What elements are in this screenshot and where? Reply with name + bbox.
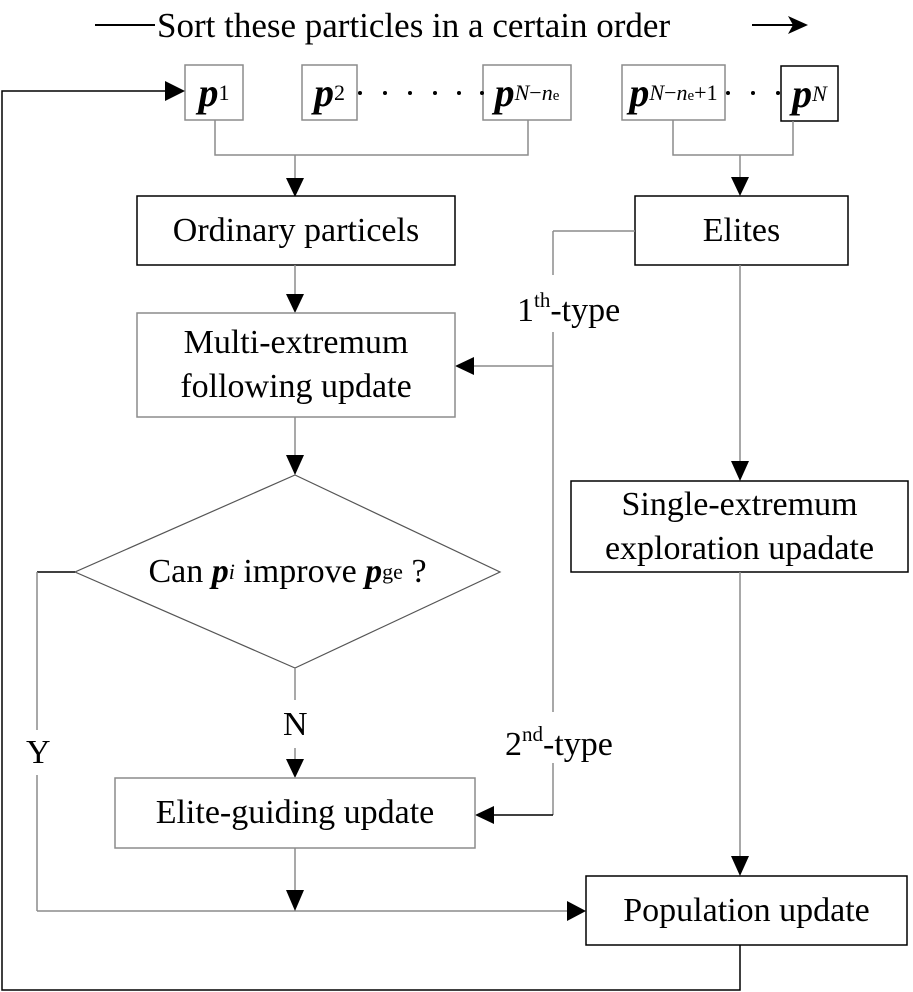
population-label: Population update: [623, 891, 870, 929]
single-extremum-box: [570, 480, 909, 573]
particle-box-p1: [184, 64, 244, 121]
single-extremum-label: Single-extremum exploration upadate: [571, 481, 908, 572]
arrowhead-to-elites: [731, 177, 749, 196]
single-extremum-line1: Single-extremum: [621, 485, 858, 523]
arrowhead-to-elite-guiding: [286, 759, 304, 778]
multi-extremum-line1: Multi-extremum: [183, 324, 409, 361]
multi-extremum-label: Multi-extremum following update: [137, 313, 455, 417]
ellipsis-dots-long: [358, 91, 484, 95]
particle-box-p2: [301, 64, 358, 121]
edge-label-type1: 1th-type: [517, 288, 621, 329]
population-box: [585, 875, 908, 946]
edge-label-no: N: [283, 706, 308, 743]
elite-guiding-label: Elite-guiding update: [155, 794, 435, 831]
edge-label-type2: 2nd-type: [505, 722, 613, 763]
ordinary-group-bracket: [214, 120, 529, 156]
ordinary-label: Ordinary particels: [172, 211, 420, 249]
elites-box: [634, 195, 849, 266]
feedback-loop-line: [1, 90, 741, 991]
elite-guiding-box: [114, 777, 476, 849]
arrowhead-feedback-to-p1: [165, 81, 185, 101]
arrowhead-type1-to-multi: [455, 357, 474, 375]
single-extremum-line2: exploration upadate: [604, 529, 875, 567]
ellipsis-dots-short: [726, 91, 780, 95]
title-arrowhead: [788, 16, 808, 34]
arrowhead-to-ordinary: [286, 178, 304, 197]
title-text: Sort these particles in a certain order: [157, 6, 671, 45]
multi-extremum-line2: following update: [180, 368, 412, 405]
elites-label: Elites: [702, 211, 781, 249]
arrowhead-type2-to-elite-guiding: [475, 806, 494, 824]
multi-extremum-box: [136, 312, 456, 418]
arrowhead-to-population-top: [731, 856, 749, 876]
edge-label-yes: Y: [26, 734, 51, 771]
arrowhead-elite-guiding-down: [286, 890, 304, 911]
arrowhead-to-population-left: [567, 901, 586, 921]
arrowhead-to-multi: [286, 294, 304, 313]
arrowhead-to-decision: [286, 455, 304, 475]
elite-group-bracket: [672, 120, 794, 156]
arrowhead-to-single: [731, 461, 749, 481]
particle-box-pN: [780, 65, 839, 122]
ordinary-box: [136, 195, 456, 266]
